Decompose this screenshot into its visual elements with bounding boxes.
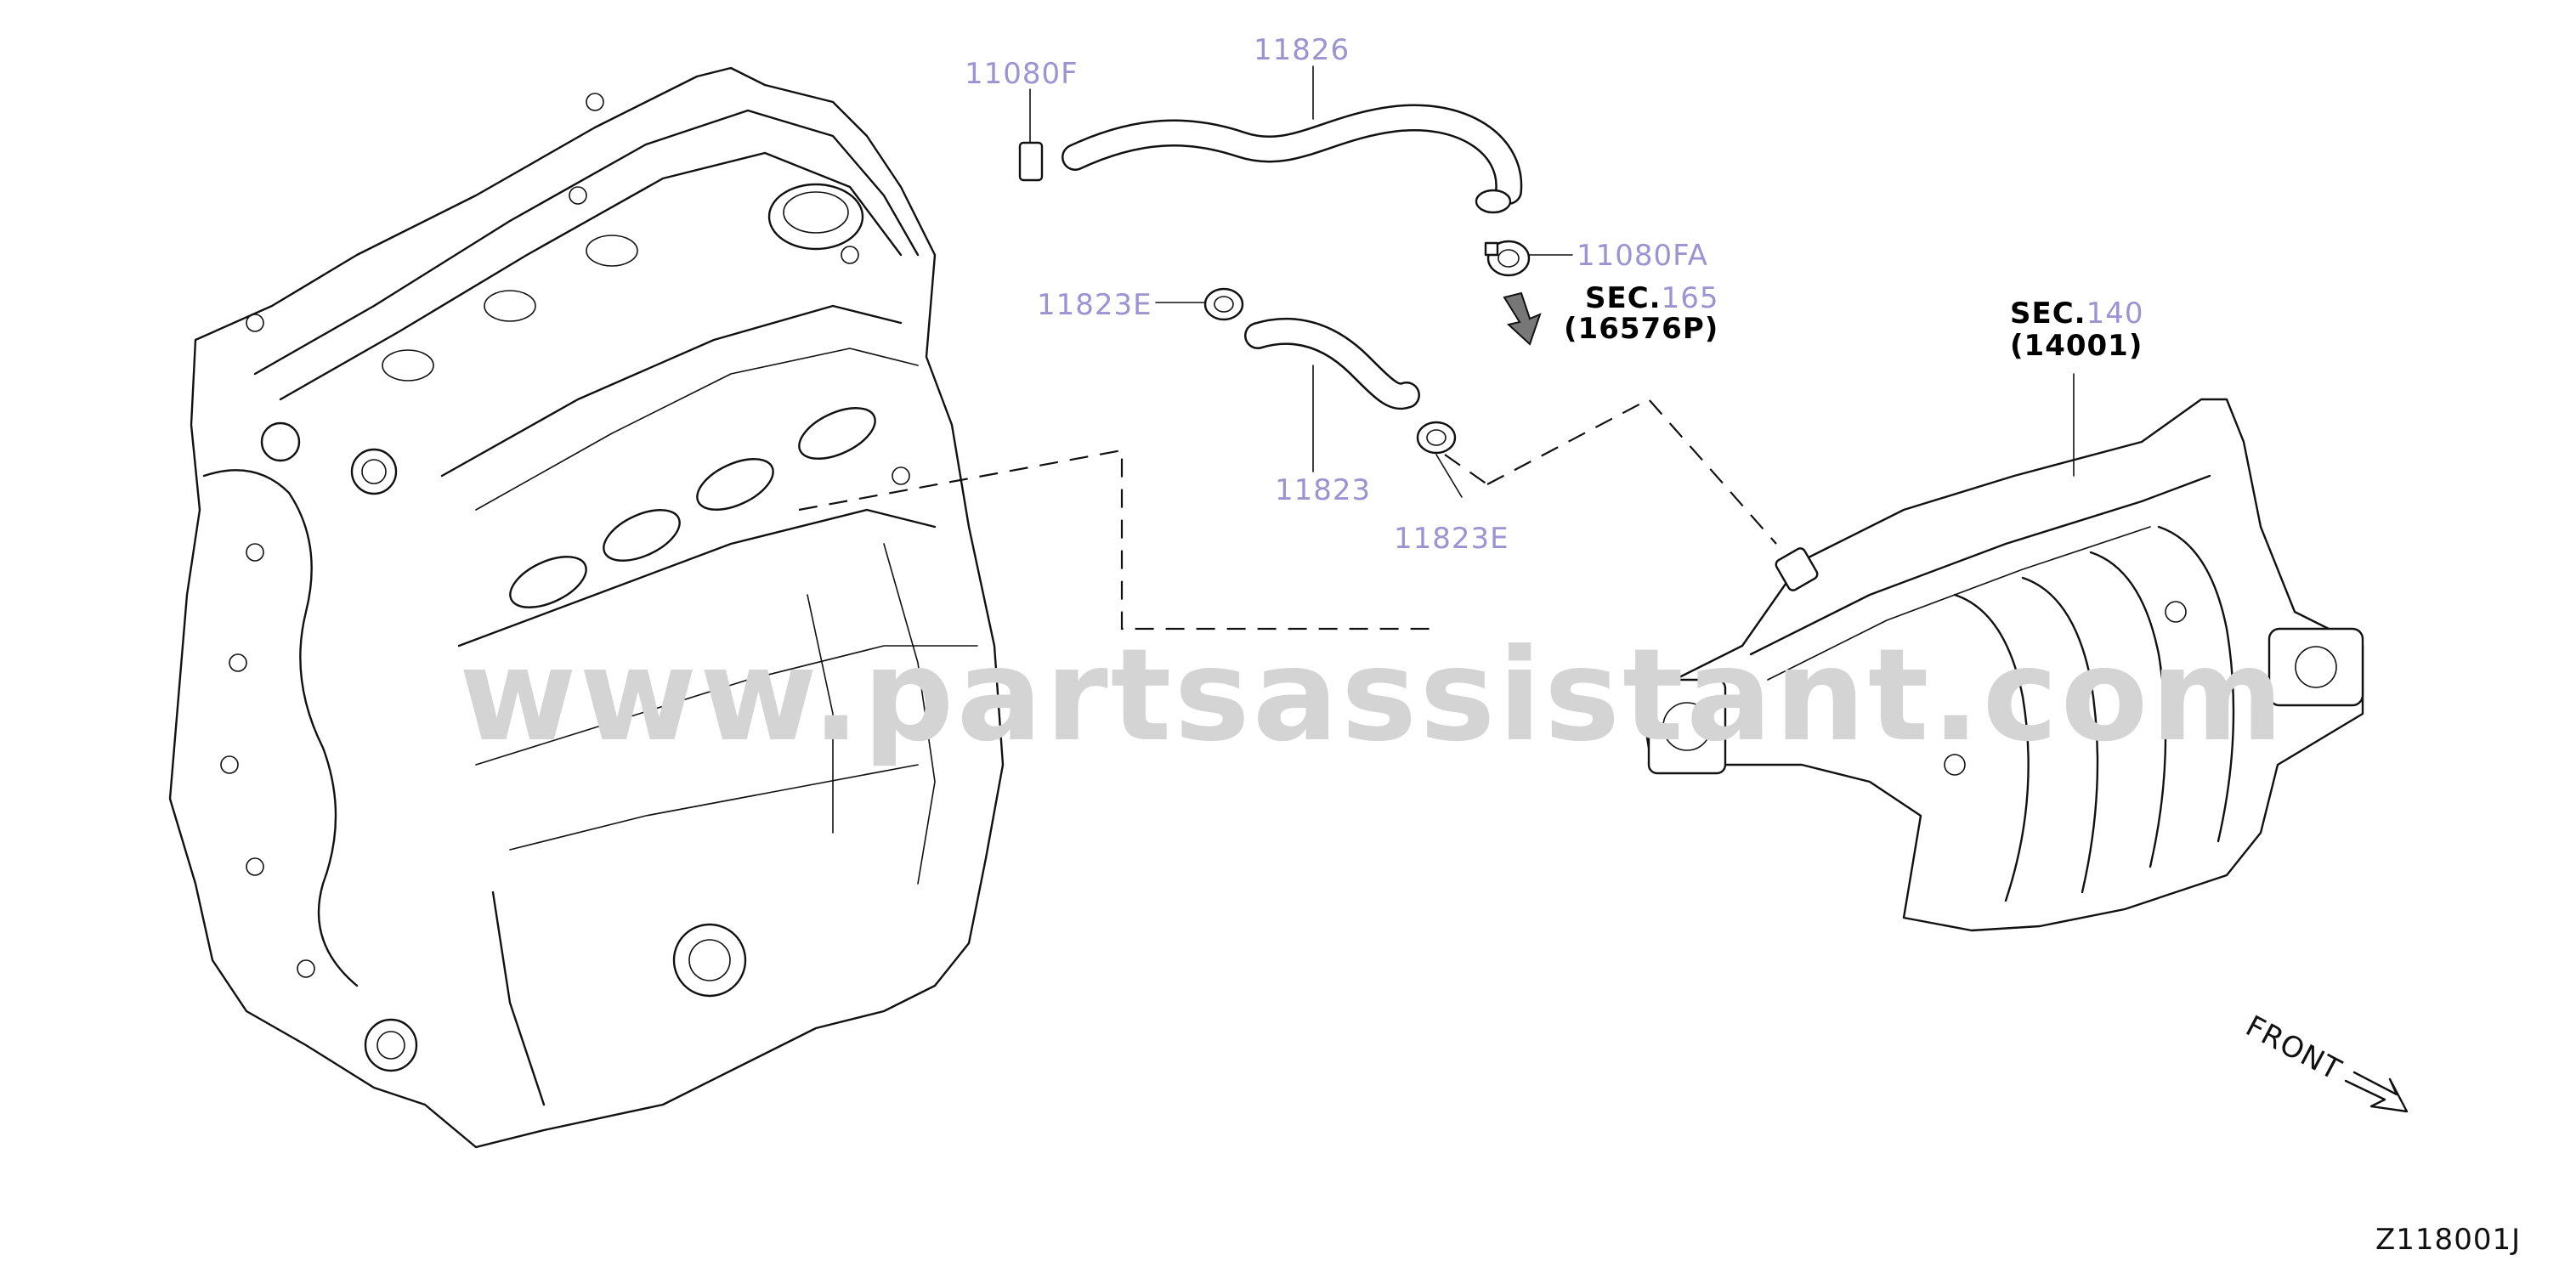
sec-140-ref: (14001)	[2010, 329, 2143, 363]
front-label: FRONT	[2240, 1009, 2347, 1088]
hose-11823	[1244, 317, 1420, 410]
clip-11080fa	[1484, 240, 1531, 277]
sec-165-label: SEC.165	[1585, 281, 1719, 315]
dashed-leader-lines	[798, 398, 1777, 630]
part-label-11823: 11823	[1275, 473, 1371, 507]
intake-manifold-drawing	[1639, 398, 2364, 932]
watermark-text: www.partsassistant.com	[459, 622, 2286, 770]
diagram-id: Z118001J	[2375, 1223, 2521, 1257]
direction-arrow-icon	[1503, 291, 1542, 346]
part-label-11823e-bottom: 11823E	[1394, 522, 1509, 556]
hose-11826	[1062, 104, 1523, 214]
part-label-11823e-top: 11823E	[1037, 288, 1152, 322]
part-label-11080fa: 11080FA	[1577, 239, 1708, 273]
sec-140-label: SEC.140	[2010, 297, 2144, 331]
engine-assembly-drawing	[168, 66, 1005, 1149]
front-direction-indicator: FRONT	[2240, 1009, 2409, 1113]
sec-165-ref: (16576P)	[1564, 312, 1718, 346]
clip-11080f	[1018, 141, 1044, 182]
part-label-11080f: 11080F	[965, 57, 1079, 91]
clip-11823e-bottom	[1416, 421, 1457, 455]
front-arrow-icon	[2344, 1071, 2409, 1113]
label-leaders	[1029, 65, 2075, 498]
clip-11823e-top	[1203, 287, 1244, 321]
part-label-11826: 11826	[1254, 33, 1350, 67]
